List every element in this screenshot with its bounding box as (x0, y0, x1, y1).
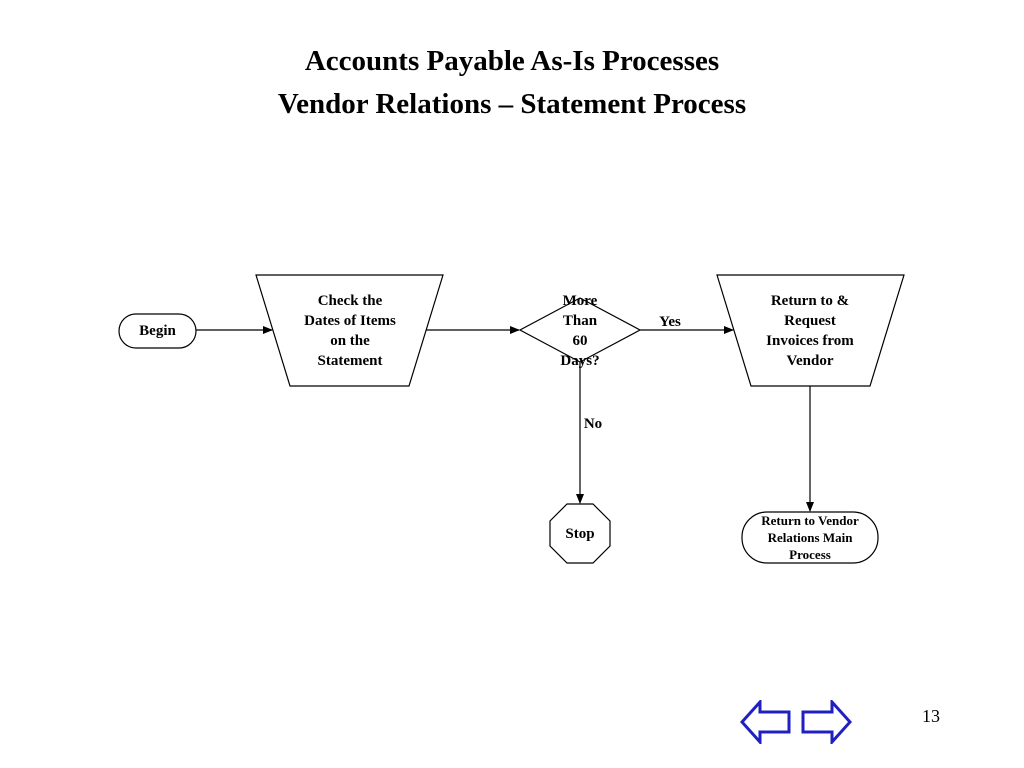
yes-label: Yes (659, 314, 681, 330)
begin-label: Begin (119, 321, 196, 341)
title-line-2: Vendor Relations – Statement Process (277, 88, 747, 120)
return-line-1: Return to & (770, 293, 850, 309)
decision-line-4: Days? (560, 353, 600, 369)
return-line-3: Invoices from (766, 333, 854, 349)
right-arrow-icon (801, 700, 852, 744)
decision-line-3: 60 (572, 333, 588, 349)
slide-title: Accounts Payable As-Is Processes Vendor … (0, 40, 1024, 126)
return-main-line-3: Process (789, 547, 831, 562)
return-main-line-1: Return to Vendor (761, 513, 859, 528)
decision-line-1: More (562, 293, 598, 309)
no-label: No (583, 416, 603, 432)
check-dates-shape (255, 274, 444, 387)
return-main-line-2: Relations Main (767, 530, 853, 545)
decision-line-2: Than (562, 313, 598, 329)
page-number: 13 (922, 706, 940, 726)
check-line-4: Statement (317, 353, 383, 369)
forward-button[interactable] (800, 700, 852, 744)
check-line-1: Check the (317, 293, 383, 309)
begin-terminator (118, 313, 197, 349)
stop-label: Stop (565, 526, 595, 542)
check-line-2: Dates of Items (304, 313, 396, 329)
stop-octagon (549, 503, 611, 564)
return-request-shape (716, 274, 905, 387)
return-request-label: Return to & Request Invoices from Vendor (745, 291, 875, 371)
check-dates-label: Check the Dates of Items on the Statemen… (285, 291, 415, 371)
return-line-4: Vendor (786, 353, 834, 369)
return-main-label: Return to Vendor Relations Main Process (742, 512, 878, 563)
left-arrow-icon (740, 700, 791, 744)
decision-label: More Than 60 Days? (540, 291, 620, 371)
check-line-3: on the (330, 333, 370, 349)
begin-text: Begin (139, 323, 176, 339)
back-button[interactable] (740, 700, 792, 744)
title-line-1: Accounts Payable As-Is Processes (304, 45, 720, 77)
return-line-2: Request (784, 313, 836, 329)
return-main-terminator (741, 511, 879, 564)
